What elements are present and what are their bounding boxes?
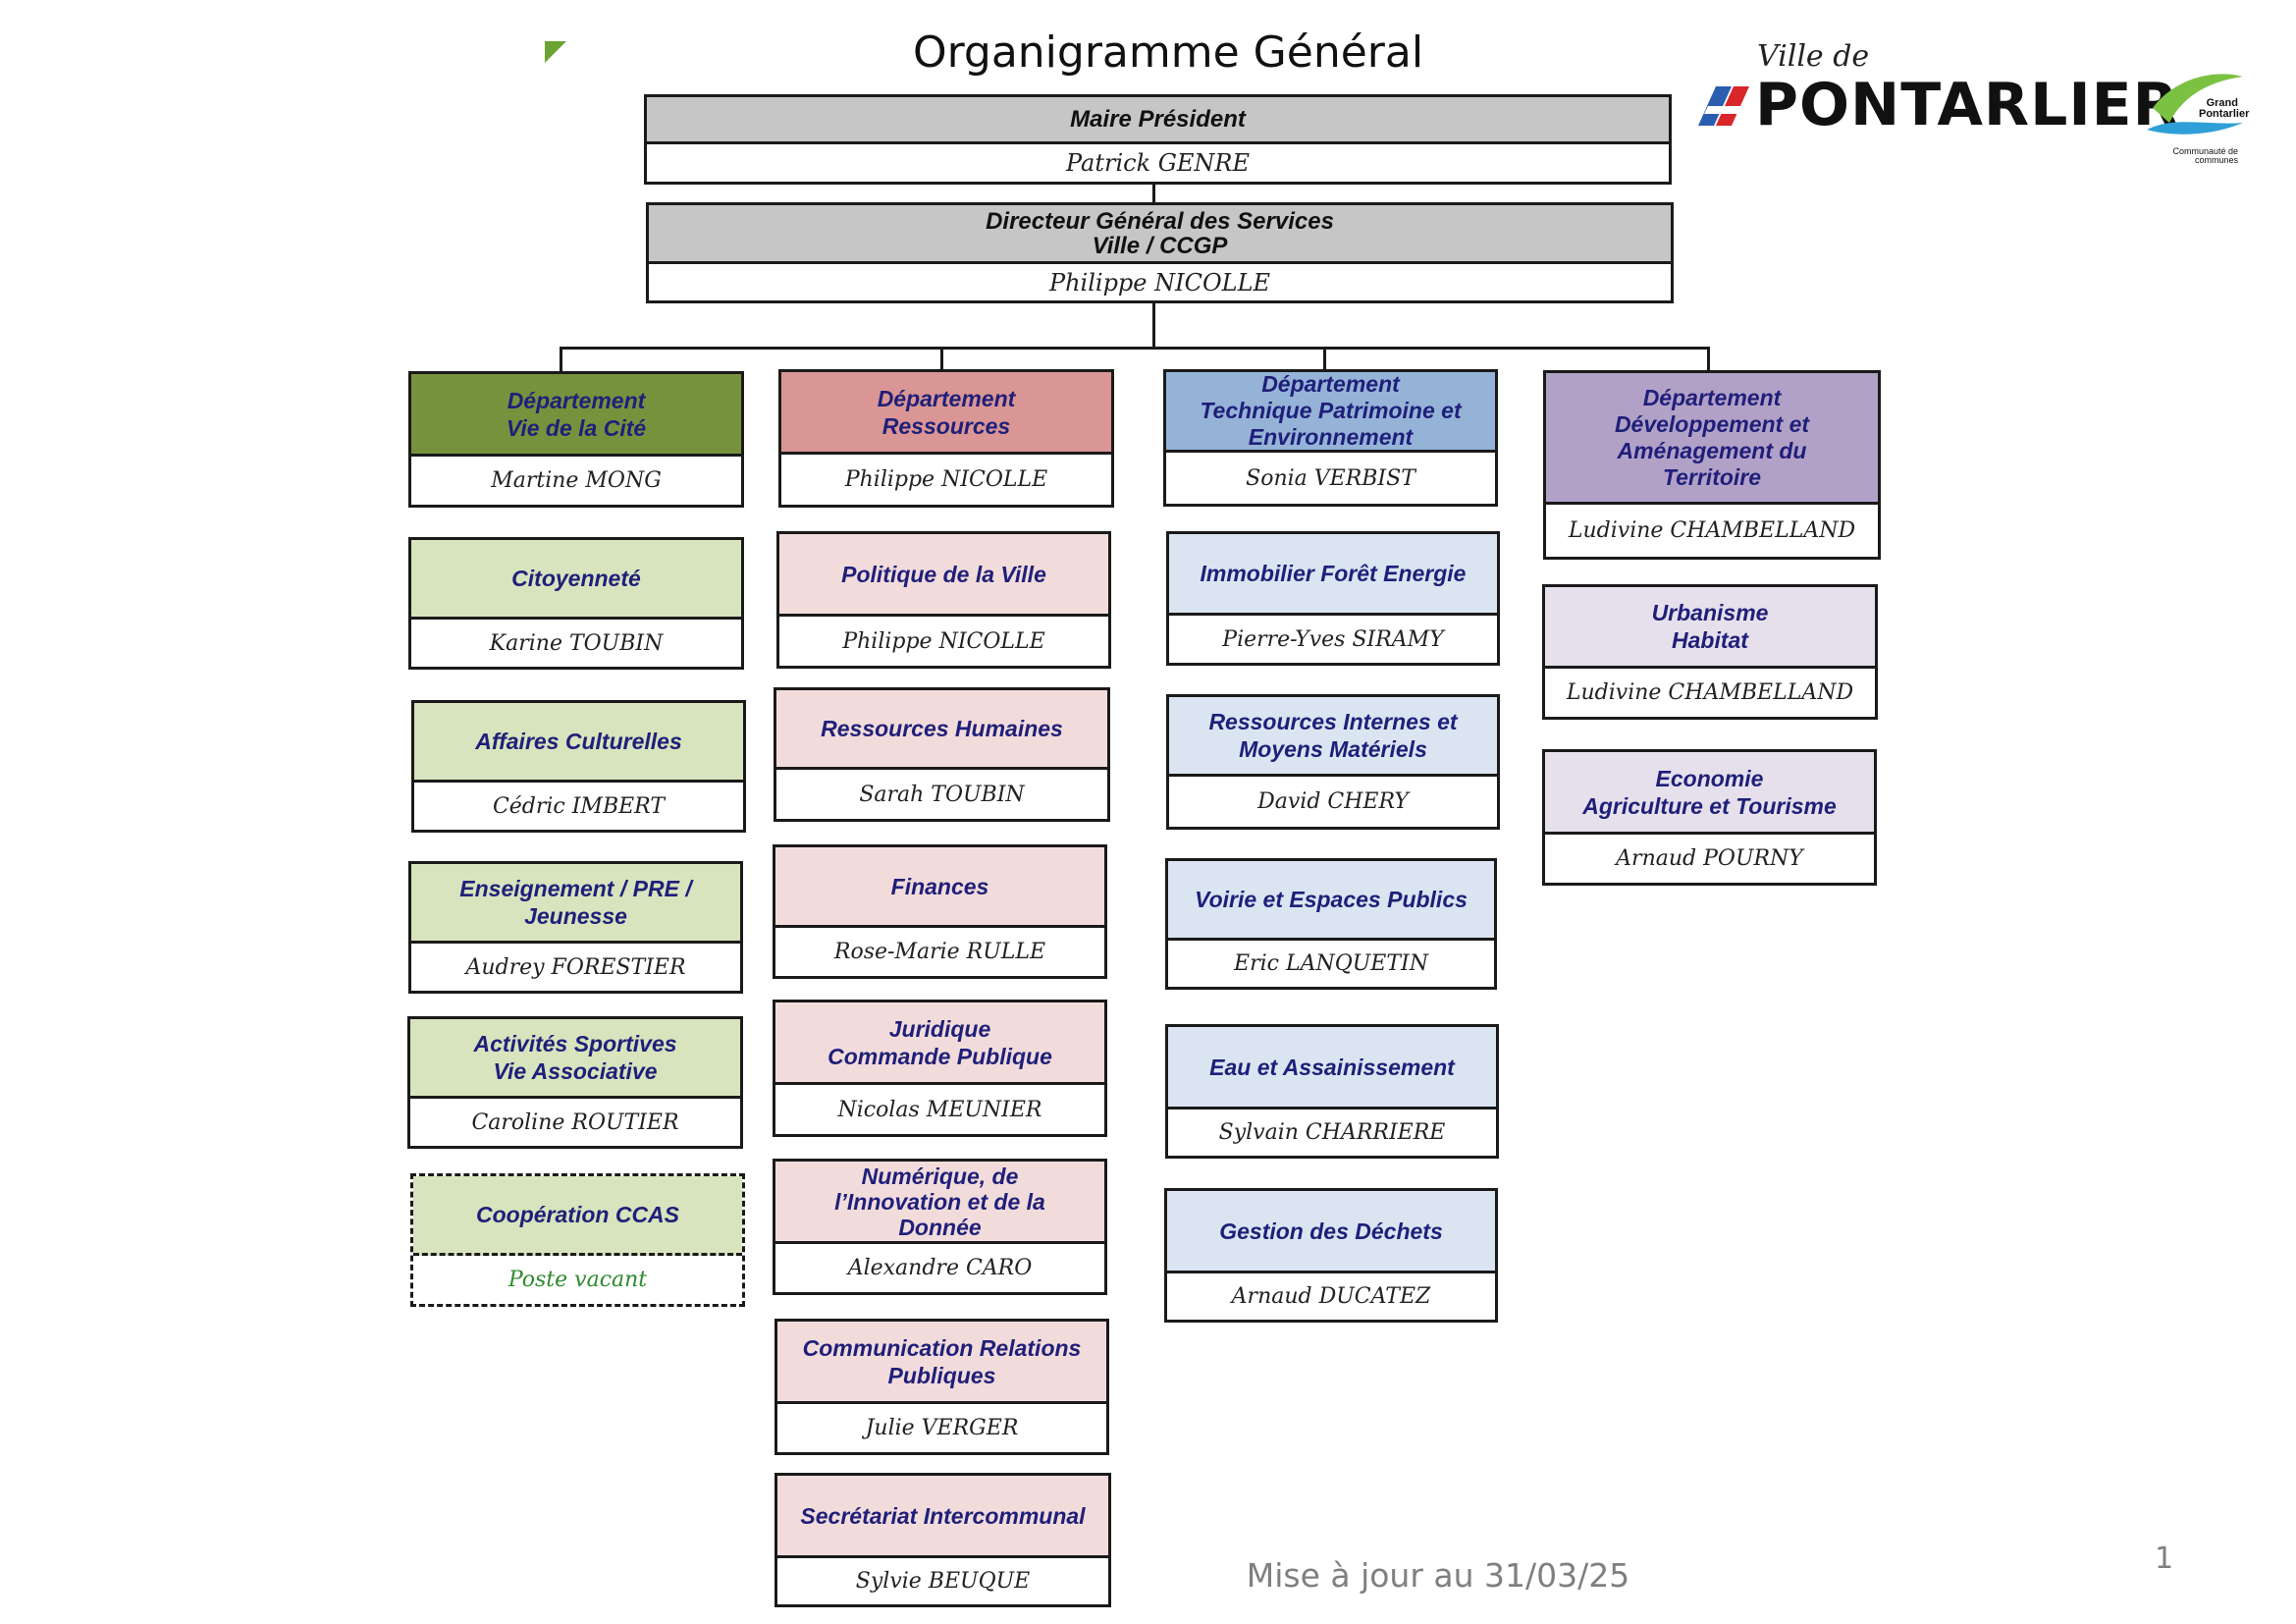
box-person: Martine MONG xyxy=(491,468,662,493)
box-title: Politique de la Ville xyxy=(779,534,1108,617)
dept-vie-de-la-cite-box: Département Vie de la Cité Martine MONG xyxy=(408,371,744,508)
box-person: Sonia VERBIST xyxy=(1246,465,1415,491)
dgs-box: Directeur Général des Services Ville / C… xyxy=(646,202,1674,303)
connector-line xyxy=(1152,183,1155,202)
connector-line xyxy=(1152,302,1155,347)
service-numerique-box: Numérique, de l’Innovation et de la Donn… xyxy=(773,1159,1107,1295)
box-title: Ressources Internes et Moyens Matériels xyxy=(1169,697,1497,777)
box-title: Gestion des Déchets xyxy=(1167,1191,1495,1273)
service-ressources-internes-box: Ressources Internes et Moyens Matériels … xyxy=(1166,694,1500,830)
box-person: Alexandre CARO xyxy=(847,1256,1033,1280)
box-person: Cédric IMBERT xyxy=(492,793,666,819)
box-title: Maire Président xyxy=(647,97,1669,144)
box-title: Citoyenneté xyxy=(411,540,741,620)
logo-ville-text: Ville de xyxy=(1757,39,1870,74)
vacant-post-text: Poste vacant xyxy=(507,1268,648,1292)
service-politique-ville-box: Politique de la Ville Philippe NICOLLE xyxy=(776,531,1111,669)
box-person: Julie VERGER xyxy=(865,1416,1019,1440)
box-person: Caroline ROUTIER xyxy=(471,1110,679,1135)
update-date-footer: Mise à jour au 31/03/25 xyxy=(1246,1556,1630,1595)
service-communication-box: Communication Relations Publiques Julie … xyxy=(774,1319,1109,1455)
box-title: Eau et Assainissement xyxy=(1168,1027,1496,1110)
box-title: Immobilier Forêt Energie xyxy=(1169,534,1497,616)
service-immobilier-box: Immobilier Forêt Energie Pierre-Yves SIR… xyxy=(1166,531,1500,666)
box-title: Communication Relations Publiques xyxy=(777,1322,1106,1404)
box-title: Enseignement / PRE / Jeunesse xyxy=(411,864,740,944)
connector-line xyxy=(560,347,1710,350)
service-cooperation-ccas-box: Coopération CCAS Poste vacant xyxy=(410,1173,745,1307)
page-number: 1 xyxy=(2155,1542,2174,1576)
service-affaires-culturelles-box: Affaires Culturelles Cédric IMBERT xyxy=(411,700,746,833)
box-person: Philippe NICOLLE xyxy=(842,628,1045,654)
box-person: Rose-Marie RULLE xyxy=(833,940,1046,964)
dept-ressources-box: Département Ressources Philippe NICOLLE xyxy=(778,369,1114,508)
box-title: Numérique, de l’Innovation et de la Donn… xyxy=(775,1162,1104,1244)
service-economie-box: Economie Agriculture et Tourisme Arnaud … xyxy=(1542,749,1877,886)
service-dechets-box: Gestion des Déchets Arnaud DUCATEZ xyxy=(1164,1188,1498,1323)
box-person: Arnaud POURNY xyxy=(1616,846,1803,871)
box-title: Directeur Général des Services Ville / C… xyxy=(649,205,1671,264)
service-enseignement-box: Enseignement / PRE / Jeunesse Audrey FOR… xyxy=(408,861,743,994)
communaute-text: Communauté de communes xyxy=(2172,146,2238,165)
box-person: Pierre-Yves SIRAMY xyxy=(1222,626,1444,652)
grand-pontarlier-logo-icon xyxy=(2147,74,2243,135)
connector-line xyxy=(1707,347,1710,371)
logo-pontarlier-text: PONTARLIER xyxy=(1755,71,2179,139)
maire-president-box: Maire Président Patrick GENRE xyxy=(644,94,1672,185)
dept-technique-box: Département Technique Patrimoine et Envi… xyxy=(1163,369,1498,507)
connector-line xyxy=(1323,347,1326,370)
pontarlier-flag-icon xyxy=(1698,86,1749,126)
box-person: Philippe NICOLLE xyxy=(1048,268,1271,297)
green-triangle-mark xyxy=(545,41,566,63)
service-eau-box: Eau et Assainissement Sylvain CHARRIERE xyxy=(1165,1024,1499,1159)
box-person: Ludivine CHAMBELLAND xyxy=(1566,680,1854,705)
dept-developpement-box: Département Développement et Aménagement… xyxy=(1543,370,1881,560)
box-person: Sylvie BEUQUE xyxy=(855,1569,1031,1594)
service-juridique-box: Juridique Commande Publique Nicolas MEUN… xyxy=(773,1000,1107,1137)
box-title: Urbanisme Habitat xyxy=(1545,587,1875,669)
box-person: Nicolas MEUNIER xyxy=(837,1097,1042,1122)
grand-pontarlier-text: Grand Pontarlier xyxy=(2199,97,2250,120)
service-citoyennete-box: Citoyenneté Karine TOUBIN xyxy=(408,537,744,670)
box-title: Affaires Culturelles xyxy=(414,703,743,783)
service-ressources-humaines-box: Ressources Humaines Sarah TOUBIN xyxy=(774,687,1110,822)
box-title: Secrétariat Intercommunal xyxy=(777,1476,1108,1558)
box-title: Département Développement et Aménagement… xyxy=(1546,373,1878,505)
box-person: Audrey FORESTIER xyxy=(465,954,686,980)
box-title: Département Technique Patrimoine et Envi… xyxy=(1166,372,1495,453)
box-person: Philippe NICOLLE xyxy=(844,467,1048,492)
box-title: Coopération CCAS xyxy=(413,1176,742,1256)
box-title: Ressources Humaines xyxy=(776,690,1107,770)
service-activites-sportives-box: Activités Sportives Vie Associative Caro… xyxy=(407,1016,743,1149)
connector-line xyxy=(560,347,562,373)
service-urbanisme-box: Urbanisme Habitat Ludivine CHAMBELLAND xyxy=(1542,584,1878,720)
box-title: Activités Sportives Vie Associative xyxy=(410,1019,740,1099)
box-person: Eric LANQUETIN xyxy=(1234,951,1428,976)
box-title: Juridique Commande Publique xyxy=(775,1002,1104,1085)
service-secretariat-box: Secrétariat Intercommunal Sylvie BEUQUE xyxy=(774,1473,1111,1607)
box-person: Karine TOUBIN xyxy=(489,630,664,656)
box-title: Economie Agriculture et Tourisme xyxy=(1545,752,1874,835)
connector-line xyxy=(940,347,943,371)
box-person: Arnaud DUCATEZ xyxy=(1231,1284,1431,1309)
box-title: Département Vie de la Cité xyxy=(411,374,741,457)
box-person: Sylvain CHARRIERE xyxy=(1218,1120,1446,1145)
box-person: Ludivine CHAMBELLAND xyxy=(1568,518,1856,543)
box-person: David CHERY xyxy=(1257,789,1409,814)
box-title: Finances xyxy=(775,847,1104,928)
box-person: Sarah TOUBIN xyxy=(859,782,1025,807)
service-finances-box: Finances Rose-Marie RULLE xyxy=(773,844,1107,979)
box-title: Voirie et Espaces Publics xyxy=(1168,861,1494,941)
page-title: Organigramme Général xyxy=(912,27,1424,78)
box-person: Patrick GENRE xyxy=(1065,149,1251,177)
box-title: Département Ressources xyxy=(781,372,1111,455)
service-voirie-box: Voirie et Espaces Publics Eric LANQUETIN xyxy=(1165,858,1497,990)
